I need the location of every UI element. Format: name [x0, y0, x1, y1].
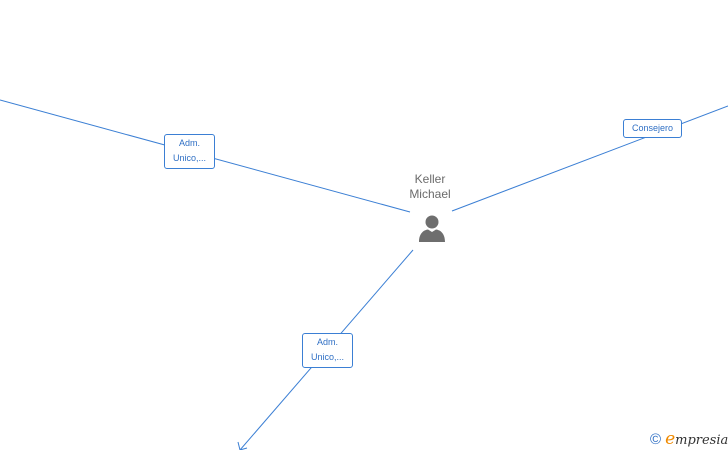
- copyright-icon: ©: [650, 430, 662, 448]
- name-line2: Michael: [409, 187, 451, 201]
- role-line1: Consejero: [631, 123, 674, 133]
- role-label-lower-left[interactable]: Adm. Unico,...: [302, 333, 353, 368]
- person-icon[interactable]: [417, 213, 447, 243]
- role-label-upper-left[interactable]: Adm. Unico,...: [164, 134, 215, 169]
- role-line2: Unico,...: [310, 352, 344, 362]
- arrowhead-icon: [237, 441, 248, 450]
- brand-logo[interactable]: empresia: [665, 429, 728, 449]
- role-line1: Adm.: [178, 138, 200, 148]
- name-line1: Keller: [414, 172, 446, 186]
- brand-rest: mpresia: [675, 433, 728, 448]
- role-label-upper-right[interactable]: Consejero: [623, 119, 682, 138]
- center-person-name[interactable]: Keller Michael: [390, 172, 470, 202]
- role-line1: Adm.: [316, 337, 338, 347]
- edge-upper-right: [451, 105, 728, 212]
- role-line2: Unico,...: [172, 153, 206, 163]
- footer-brand: © empresia: [650, 429, 728, 449]
- brand-initial: e: [665, 429, 676, 449]
